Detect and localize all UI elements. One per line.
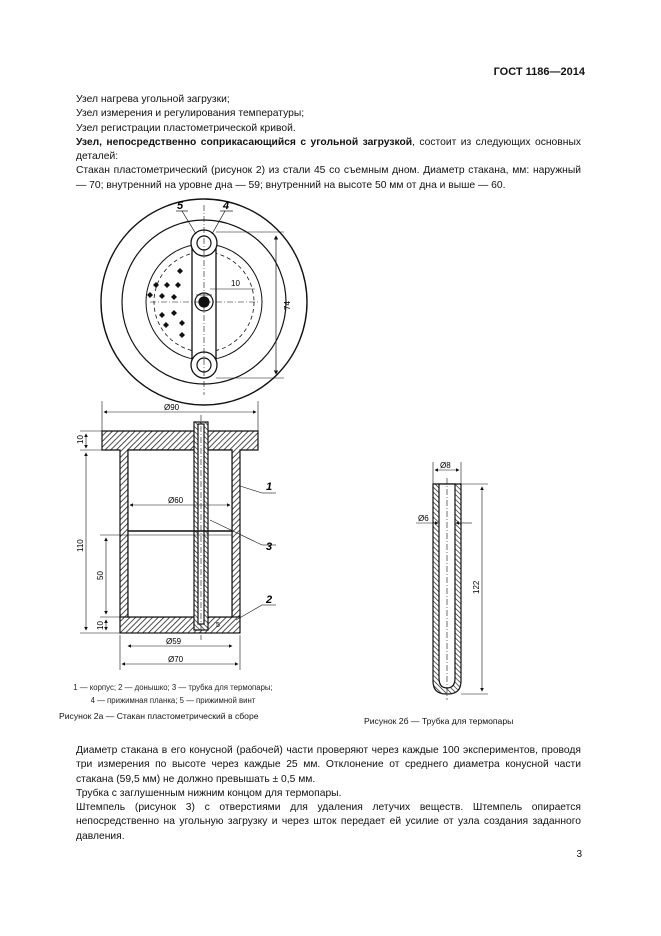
dim-d70: Ø70 bbox=[168, 655, 184, 664]
figure-2b-caption: Рисунок 2б — Трубка для термопары bbox=[364, 716, 514, 726]
legend-line-2: 4 — прижимная планка; 5 — прижимной винт bbox=[90, 696, 256, 705]
body-paragraph-2: Трубка с заглушенным нижним концом для т… bbox=[76, 787, 342, 799]
intro-text: Узел нагрева угольной загрузки; Узел изм… bbox=[76, 93, 581, 193]
tube-drawing-2b bbox=[416, 462, 488, 700]
figure-2a-legend: 1 — корпус; 2 — донышко; 3 — трубка для … bbox=[58, 681, 288, 707]
top-callout-5: 5 bbox=[177, 200, 184, 212]
top-callout-4: 4 bbox=[222, 200, 229, 212]
dim-w5: 5 bbox=[216, 622, 220, 629]
body-paragraph-3: Штемпель (рисунок 3) с отверстиями для у… bbox=[76, 802, 581, 842]
top-dim-10: 10 bbox=[231, 279, 240, 288]
intro-bold-lead: Узел, непосредственно соприкасающийся с … bbox=[76, 136, 413, 148]
dim-h10-bottom: 10 bbox=[96, 621, 105, 630]
standard-header: ГОСТ 1186—2014 bbox=[493, 66, 585, 78]
intro-bold-tail: , состоит из следующих основных деталей: bbox=[76, 136, 581, 163]
callout-3: 3 bbox=[266, 541, 272, 553]
top-dim-74: 74 bbox=[283, 301, 292, 310]
top-view-drawing bbox=[100, 198, 308, 406]
body-after-text: Диаметр стакана в его конусной (рабочей)… bbox=[76, 744, 581, 844]
callout-1: 1 bbox=[266, 481, 272, 493]
legend-line-1: 1 — корпус; 2 — донышко; 3 — трубка для … bbox=[73, 683, 273, 692]
body-paragraph-1: Диаметр стакана в его конусной (рабочей)… bbox=[76, 745, 581, 785]
intro-bold-paragraph: Узел, непосредственно соприкасающийся с … bbox=[76, 136, 581, 165]
dim-d60: Ø60 bbox=[168, 496, 184, 505]
intro-line-3: Узел регистрации пластометрической криво… bbox=[76, 122, 296, 134]
dim-d90: Ø90 bbox=[164, 403, 180, 412]
callout-2: 2 bbox=[265, 594, 272, 606]
dim-h50: 50 bbox=[96, 571, 105, 580]
page-number: 3 bbox=[576, 849, 582, 860]
dim-h10-top: 10 bbox=[76, 435, 85, 444]
dim-h122: 122 bbox=[472, 580, 481, 594]
intro-paragraph: Стакан пластометрический (рисунок 2) из … bbox=[76, 165, 581, 191]
section-drawing-2a bbox=[80, 401, 276, 670]
dim-d8: Ø8 bbox=[440, 461, 451, 470]
intro-line-1: Узел нагрева угольной загрузки; bbox=[76, 94, 230, 105]
intro-line-2: Узел измерения и регулирования температу… bbox=[76, 108, 305, 120]
figure-2a-caption: Рисунок 2а — Стакан пластометрический в … bbox=[59, 711, 259, 721]
dim-h110: 110 bbox=[76, 539, 85, 552]
dim-d6: Ø6 bbox=[418, 514, 429, 523]
dim-d59: Ø59 bbox=[166, 637, 182, 646]
